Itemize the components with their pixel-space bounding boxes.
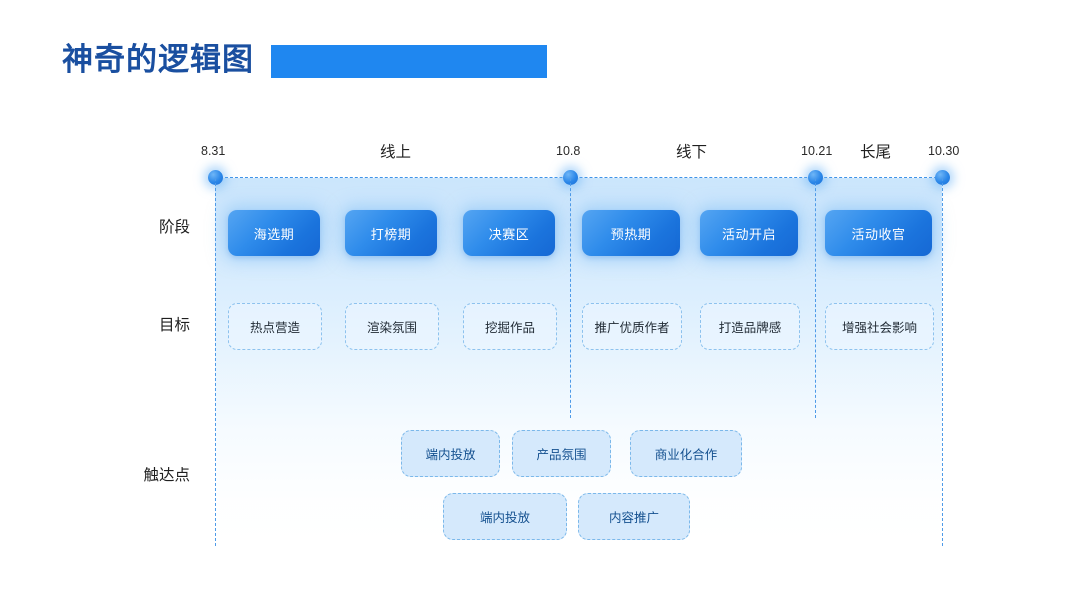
page-title-text: 神奇的逻辑图 bbox=[62, 42, 254, 77]
goal-box[interactable]: 渲染氛围 bbox=[345, 303, 439, 350]
timeline-separator bbox=[942, 178, 943, 546]
timeline-date-label: 10.21 bbox=[801, 144, 833, 158]
timeline-separator bbox=[570, 178, 571, 418]
goal-box[interactable]: 热点营造 bbox=[228, 303, 322, 350]
touchpoint-box[interactable]: 商业化合作 bbox=[630, 430, 742, 477]
goal-box[interactable]: 打造品牌感 bbox=[700, 303, 800, 350]
touchpoint-box[interactable]: 内容推广 bbox=[578, 493, 690, 540]
timeline-phase-label: 线上 bbox=[380, 144, 412, 161]
touchpoint-box[interactable]: 产品氛围 bbox=[512, 430, 611, 477]
page-title: 神奇的逻辑图 bbox=[62, 38, 547, 82]
timeline-separator bbox=[215, 178, 216, 546]
timeline-dot bbox=[563, 170, 578, 185]
row-label-stage: 阶段 bbox=[158, 219, 190, 236]
touchpoint-box[interactable]: 端内投放 bbox=[443, 493, 567, 540]
stage-box[interactable]: 预热期 bbox=[582, 210, 680, 256]
timeline-phase-label: 长尾 bbox=[860, 144, 892, 161]
timeline-date-label: 10.30 bbox=[928, 144, 960, 158]
title-accent-bar bbox=[271, 44, 547, 78]
timeline-separator bbox=[815, 178, 816, 418]
diagram-background-panel bbox=[215, 178, 942, 546]
timeline-date-label: 8.31 bbox=[201, 144, 226, 158]
stage-box[interactable]: 活动收官 bbox=[825, 210, 932, 256]
goal-box[interactable]: 推广优质作者 bbox=[582, 303, 682, 350]
timeline-phase-label: 线下 bbox=[676, 144, 708, 161]
row-label-touchpoint: 触达点 bbox=[143, 467, 190, 484]
timeline-dot bbox=[208, 170, 223, 185]
timeline-dot bbox=[808, 170, 823, 185]
touchpoint-box[interactable]: 端内投放 bbox=[401, 430, 500, 477]
row-label-goal: 目标 bbox=[158, 317, 190, 334]
stage-box[interactable]: 决赛区 bbox=[463, 210, 555, 256]
timeline-axis bbox=[215, 177, 942, 178]
timeline-dot bbox=[935, 170, 950, 185]
goal-box[interactable]: 挖掘作品 bbox=[463, 303, 557, 350]
timeline-date-label: 10.8 bbox=[556, 144, 581, 158]
goal-box[interactable]: 增强社会影响 bbox=[825, 303, 934, 350]
stage-box[interactable]: 海选期 bbox=[228, 210, 320, 256]
stage-box[interactable]: 打榜期 bbox=[345, 210, 437, 256]
stage-box[interactable]: 活动开启 bbox=[700, 210, 798, 256]
